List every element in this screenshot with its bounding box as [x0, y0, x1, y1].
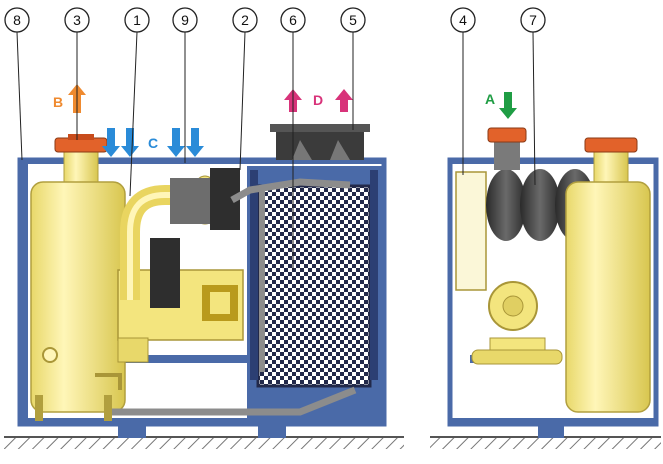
ground-left	[4, 436, 404, 449]
callout-label-3: 3	[73, 12, 81, 28]
ground-right	[430, 436, 661, 449]
callout-circle-3	[64, 7, 90, 33]
callout-leader-8	[16, 31, 23, 161]
callout-group: 8 3 1 9 2 6 5 4 7	[4, 7, 546, 270]
flow-arrows-c	[102, 128, 204, 157]
receiver-tank-left	[30, 134, 126, 421]
flow-label-a: A	[485, 91, 495, 107]
intake-pipe	[120, 168, 240, 300]
callout-leader-1	[129, 31, 138, 197]
radiator-housing	[247, 166, 383, 424]
flow-label-c: C	[148, 135, 158, 151]
callout-label-7: 7	[529, 12, 537, 28]
hoses-left	[112, 178, 357, 416]
callout-circle-4	[450, 7, 476, 33]
callout-leader-7	[532, 31, 536, 186]
callout-circle-5	[340, 7, 366, 33]
callout-label-6: 6	[289, 12, 297, 28]
flow-label-d: D	[313, 92, 323, 108]
callout-circle-2	[232, 7, 258, 33]
callout-label-4: 4	[459, 12, 467, 28]
callout-label-8: 8	[13, 12, 21, 28]
callout-circle-8	[4, 7, 30, 33]
callout-circle-6	[280, 7, 306, 33]
compressor-right	[471, 281, 563, 365]
receiver-tank-right	[565, 137, 651, 413]
callout-label-1: 1	[133, 12, 141, 28]
flow-label-b: B	[53, 94, 63, 110]
callout-circle-1	[124, 7, 150, 33]
control-panel-right	[455, 171, 487, 291]
callout-circle-7	[520, 7, 546, 33]
flow-arrow-a	[499, 92, 517, 119]
callout-label-2: 2	[241, 12, 249, 28]
frame-left	[17, 157, 387, 438]
callout-label-9: 9	[181, 12, 189, 28]
callout-leader-2	[239, 31, 246, 171]
fan-housing	[270, 124, 370, 160]
callout-label-5: 5	[349, 12, 357, 28]
callout-circle-9	[172, 7, 198, 33]
